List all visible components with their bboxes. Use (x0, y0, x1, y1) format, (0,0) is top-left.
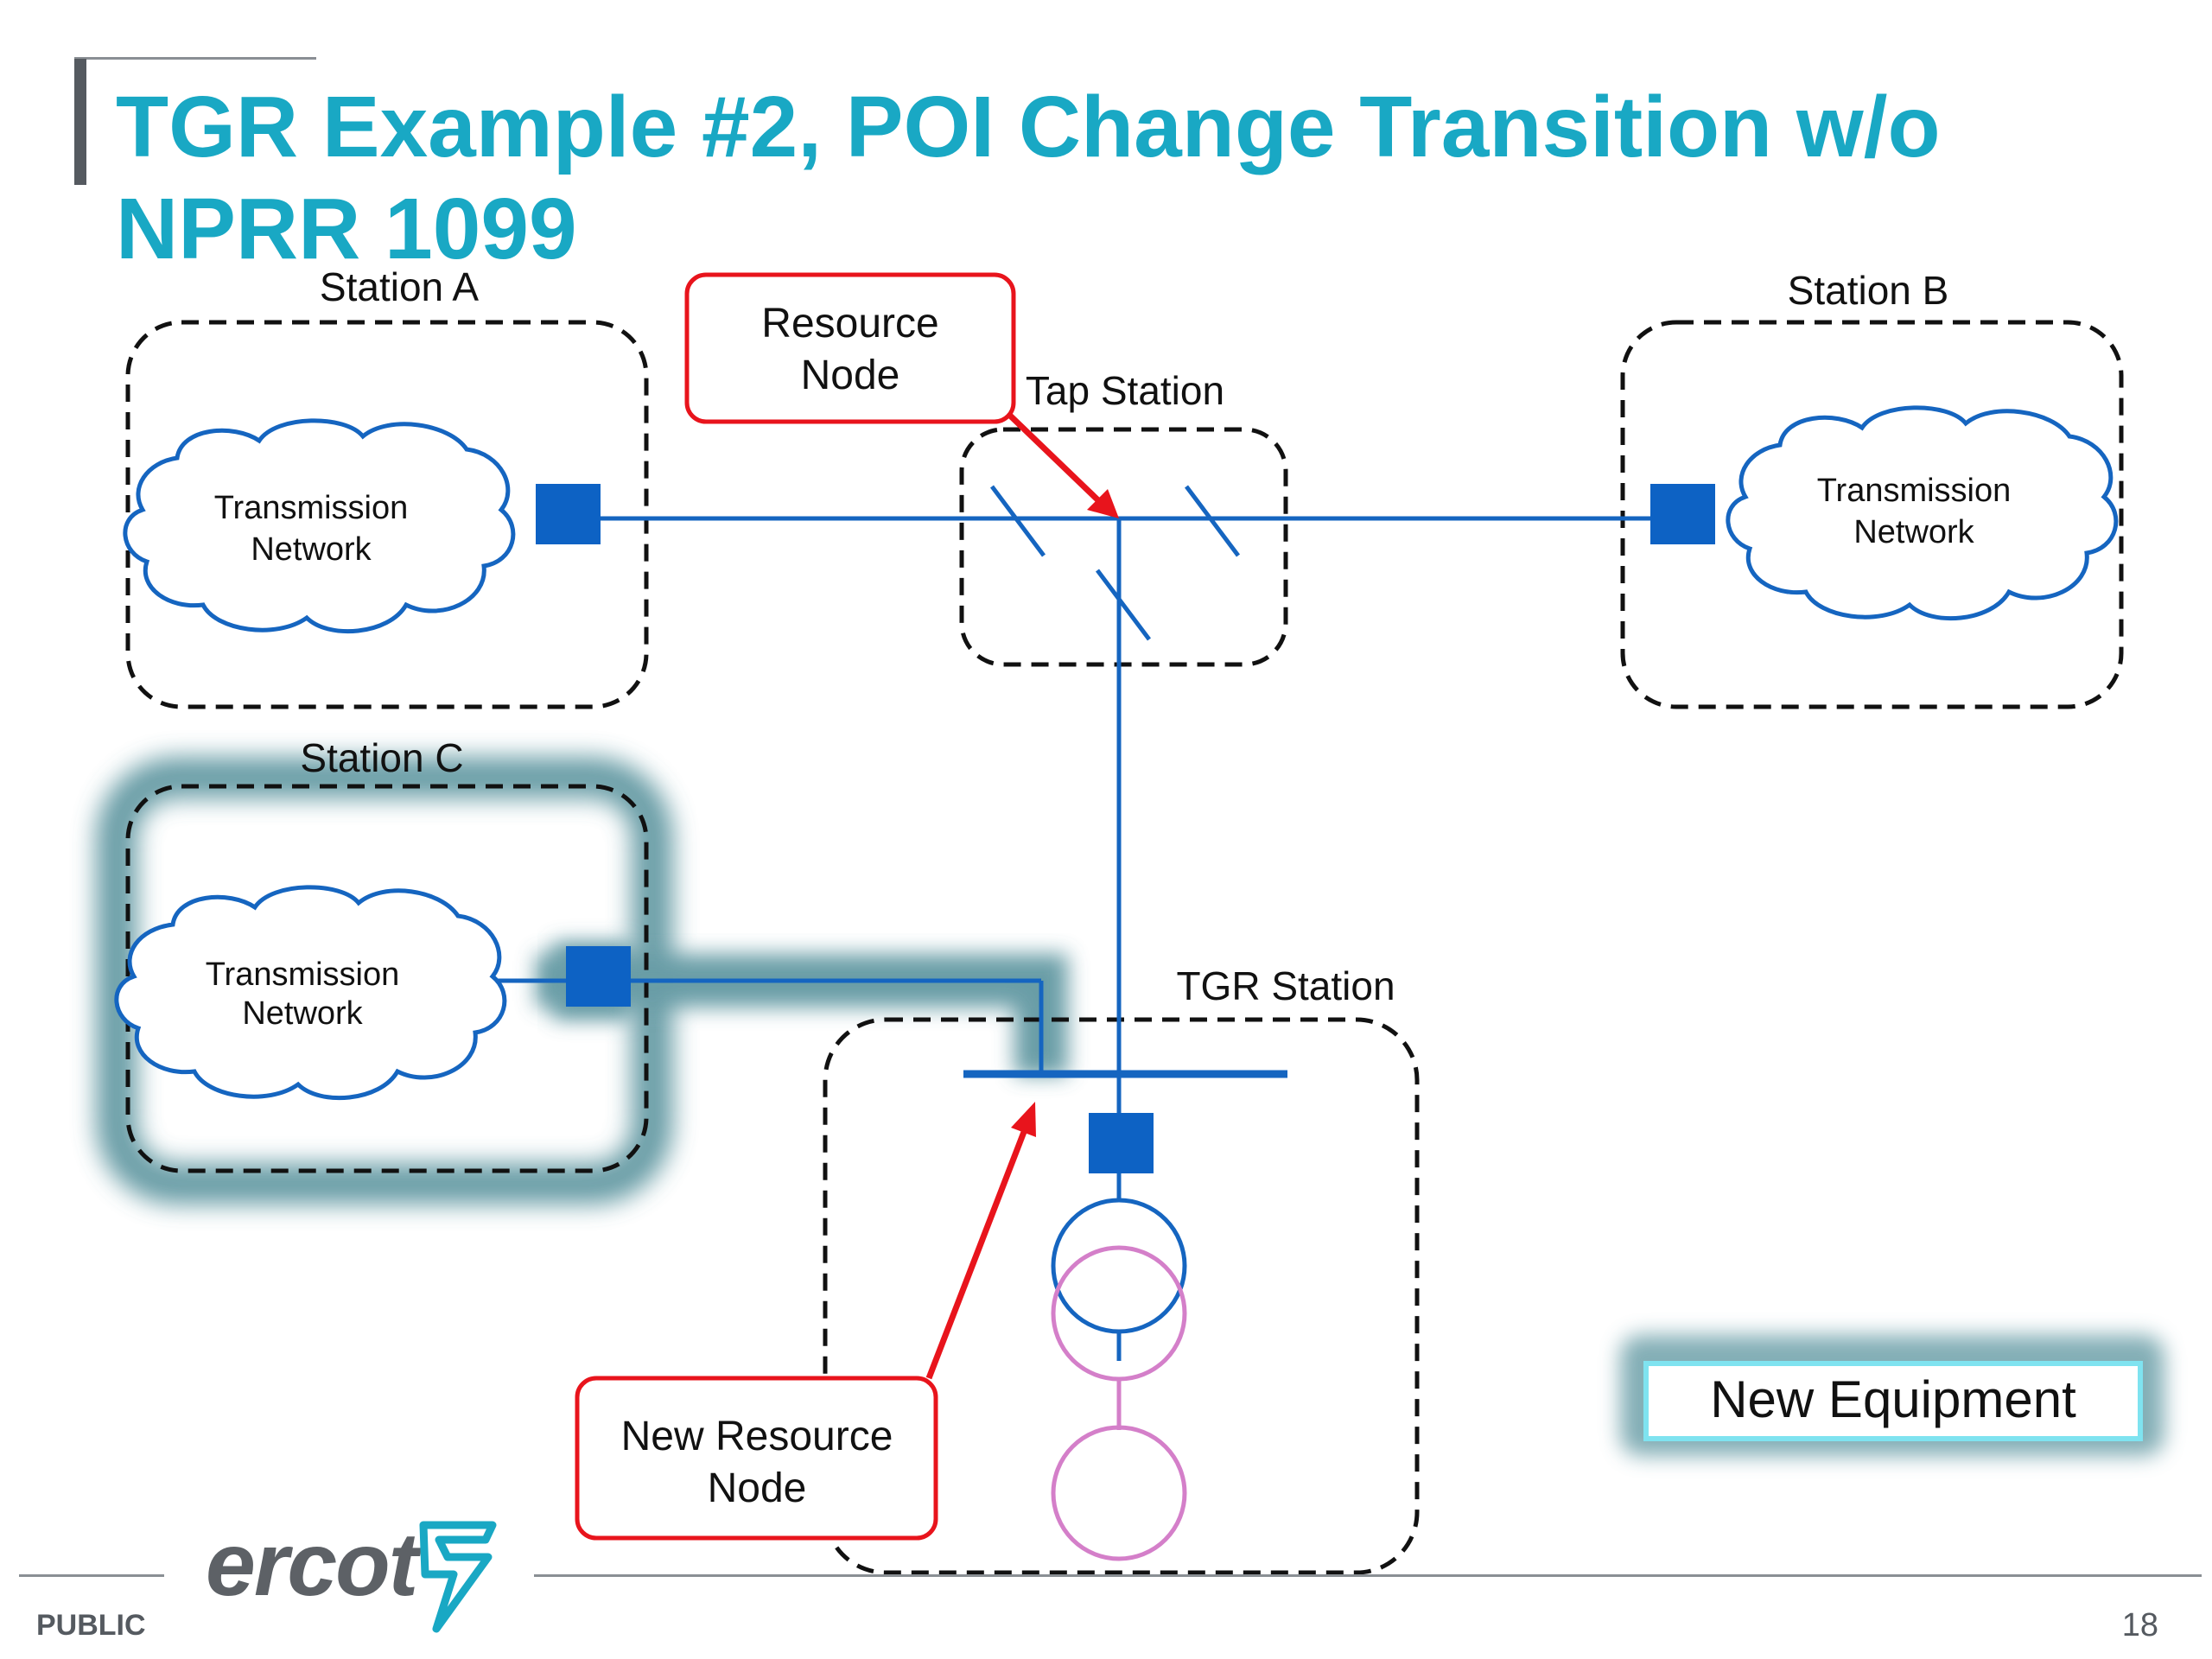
network-a-label: Network (251, 531, 372, 568)
resource-node-callout: Resource Node (684, 272, 1016, 424)
svg-text:Node: Node (801, 353, 900, 398)
tap-switches (990, 485, 1240, 641)
station-b-box (1620, 320, 2124, 709)
ercot-logo: ercot (206, 1515, 418, 1615)
slide-title: TGR Example #2, POI Change Transition w/… (116, 79, 1941, 277)
network-b-label: Network (1853, 514, 1974, 550)
breaker-station-b (1650, 484, 1715, 544)
resource-node-arrow (1007, 412, 1119, 518)
svg-text:New Equipment: New Equipment (1710, 1370, 2076, 1428)
station-b-label: Station B (1788, 268, 1949, 313)
cloud-icon (114, 885, 507, 1101)
footer-rule (19, 1574, 164, 1577)
tap-station-box (959, 427, 1288, 667)
footer-classification: PUBLIC (36, 1609, 146, 1642)
svg-text:New Resource: New Resource (621, 1414, 893, 1459)
network-b-label: Transmission (1817, 473, 2012, 509)
legend-new-equipment: New Equipment (1620, 1335, 2164, 1456)
footer-rule (534, 1574, 2202, 1577)
station-a-box (125, 320, 649, 709)
breaker-station-a (536, 484, 601, 544)
tap-station-label: Tap Station (1026, 368, 1224, 413)
breaker-station-c (566, 946, 631, 1007)
new-resource-node-callout: New Resource Node (575, 1376, 938, 1541)
cloud-icon (1726, 405, 2119, 621)
station-a-label: Station A (320, 264, 479, 309)
tgr-station-label: TGR Station (1176, 963, 1395, 1008)
ercot-logo-mark-icon (419, 1521, 497, 1633)
breaker-tgr (1089, 1113, 1154, 1173)
station-c-label: Station C (300, 735, 463, 780)
page-number: 18 (2121, 1607, 2158, 1643)
svg-text:Resource: Resource (761, 301, 938, 346)
cloud-icon (123, 418, 516, 634)
network-c-label: Transmission (206, 957, 400, 993)
title-accent-bar (74, 59, 86, 185)
network-c-label: Network (242, 995, 363, 1032)
title-accent-rule (74, 57, 316, 60)
svg-text:Node: Node (708, 1465, 807, 1511)
generator (1051, 1425, 1187, 1561)
network-a-label: Transmission (214, 490, 409, 526)
new-resource-node-arrow (925, 1102, 1036, 1380)
station-c-box (125, 784, 649, 1173)
